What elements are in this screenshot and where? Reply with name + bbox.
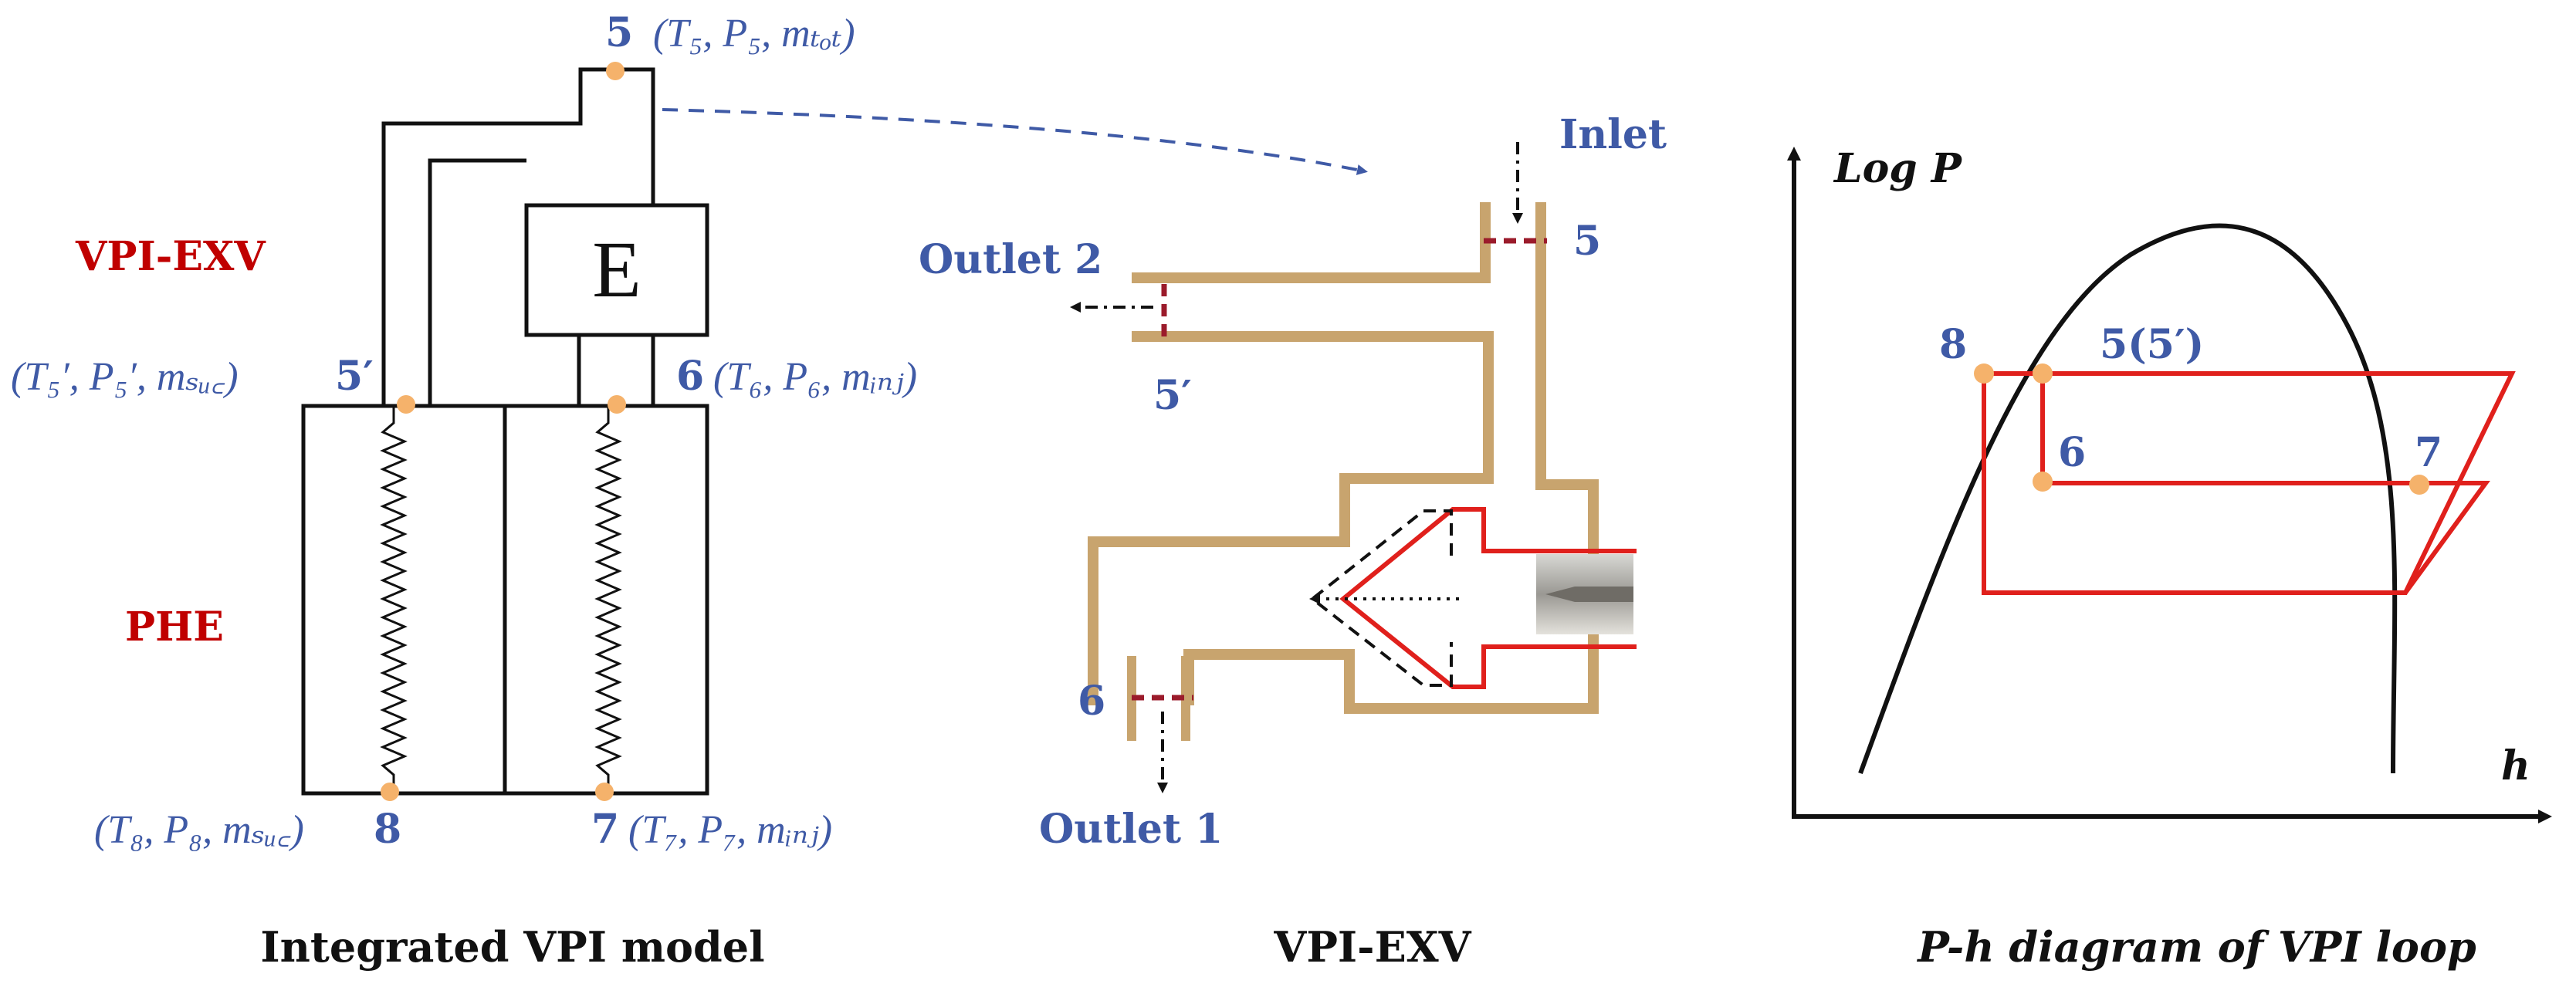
dot-state-7: [595, 783, 614, 801]
exv-inlet-label: Inlet: [1559, 111, 1667, 158]
integrated-vpi-model: [301, 67, 709, 796]
vpi-exv-valve: [1070, 142, 1637, 793]
needle-photo-tip: [1545, 587, 1633, 602]
ph-label-7: 7: [2415, 429, 2442, 476]
phe-zigzag-left: [380, 406, 408, 793]
state-5-vars: (T₅, P₅, mₜₒₜ): [653, 12, 855, 56]
caption-ph: P-h diagram of VPI loop: [1916, 922, 2476, 972]
label-phe: PHE: [125, 604, 224, 651]
state-8-vars: (T₈, P₈, mₛᵤ꜀): [94, 808, 304, 852]
ph-point-6: [2033, 472, 2053, 492]
inlet-pipe-left: [1132, 202, 1491, 283]
pipe-inner-loop: [428, 158, 526, 406]
e-box-letter: E: [592, 225, 641, 314]
ph-point-8: [1974, 363, 1994, 384]
ph-point-7: [2409, 475, 2429, 495]
ph-diagram: [1787, 147, 2552, 823]
state-8-number: 8: [374, 806, 401, 853]
pipe-outer-loop: [381, 67, 655, 406]
caption-model: Integrated VPI model: [260, 922, 764, 972]
model-state-dots: [381, 62, 626, 801]
state-5p-number: 5′: [335, 353, 374, 400]
ph-x-axis-label: h: [2501, 742, 2530, 789]
needle-spool: [1339, 507, 1637, 689]
ph-label-8: 8: [1939, 321, 1967, 368]
dot-state-8: [381, 783, 399, 801]
ph-label-6: 6: [2058, 429, 2086, 476]
phe-zigzag-right: [594, 406, 622, 793]
inlet-pipe-right: [1183, 202, 1599, 714]
state-7-number: 7: [591, 806, 619, 853]
e-box: [524, 203, 709, 337]
state-7-vars: (T₇, P₇, mᵢₙⱼ): [628, 808, 832, 852]
state-6-vars: (T₆, P₆, mᵢₙⱼ): [713, 355, 917, 399]
dot-state-6: [608, 395, 626, 414]
state-6-number: 6: [676, 353, 704, 400]
exv-outlet2-label: Outlet 2: [919, 236, 1102, 283]
state-5p-vars: (T₅′, P₅′, mₛᵤ꜀): [11, 355, 239, 399]
ph-y-axis-label: Log P: [1833, 145, 1963, 192]
exv-port-5p: 5′: [1153, 372, 1192, 419]
ph-label-5: 5(5′): [2100, 321, 2204, 368]
dot-state-5: [606, 62, 625, 80]
dot-state-5p: [397, 395, 415, 414]
ph-saturation-dome: [1858, 223, 2398, 775]
ph-point-5: [2033, 363, 2053, 384]
outlet2-pipe-lower: [1088, 331, 1494, 705]
ph-cycle-inject: [2040, 374, 2490, 594]
caption-exv: VPI-EXV: [1273, 922, 1471, 972]
pipe-e-bottom: [577, 335, 655, 406]
state-5-number: 5: [605, 9, 633, 56]
label-vpi-exv: VPI-EXV: [75, 233, 266, 280]
link-arrow: [662, 108, 1368, 175]
exv-outlet1-label: Outlet 1: [1039, 806, 1223, 853]
needle-dashed-position: [1309, 509, 1453, 687]
exv-port-5: 5: [1573, 218, 1601, 265]
exv-port-6: 6: [1078, 678, 1105, 725]
